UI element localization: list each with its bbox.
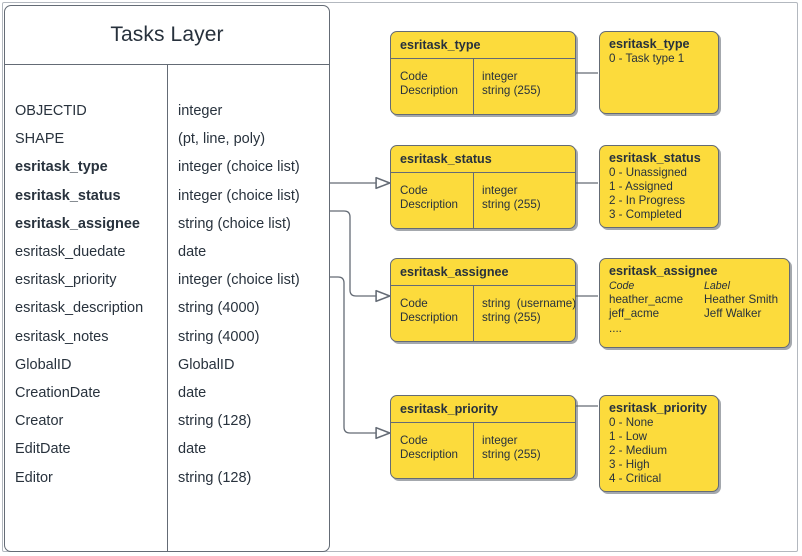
field-row[interactable]: esritask_notes string (4000)	[5, 323, 329, 351]
domain-definition-title: esritask_priority	[400, 402, 499, 416]
domain-values-table: Code Label heather_acme Heather Smith jeff…	[609, 279, 789, 336]
domain-definition-assignee[interactable]: esritask_assignee Code Description strin…	[390, 258, 576, 342]
header-rule	[391, 58, 575, 59]
field-type: (pt, line, poly)	[178, 131, 266, 148]
field-name: esritask_description	[15, 300, 144, 317]
field-type: string (4000)	[178, 300, 260, 317]
value-label: Heather Smith	[704, 293, 779, 307]
field-row[interactable]: esritask_assignee string (choice list)	[5, 210, 329, 238]
field-row[interactable]: Editor string (128)	[5, 463, 329, 491]
domain-values-title: esritask_type	[609, 37, 690, 51]
column-divider	[473, 172, 474, 228]
domain-definition-type[interactable]: esritask_type Code Description integer s…	[390, 31, 576, 115]
field-name: esritask_type	[15, 159, 108, 176]
definition-field-names: Code Description	[400, 434, 458, 462]
field-type: date	[178, 384, 207, 401]
domain-definition-priority[interactable]: esritask_priority Code Description integ…	[390, 395, 576, 479]
field-row[interactable]: esritask_priority integer (choice list)	[5, 266, 329, 294]
domain-values-priority[interactable]: esritask_priority 0 - None 1 - Low 2 - M…	[599, 395, 719, 492]
field-name: esritask_assignee	[15, 215, 140, 232]
field-name: esritask_status	[15, 187, 121, 204]
definition-field-names: Code Description	[400, 184, 458, 212]
field-name: CreationDate	[15, 384, 101, 401]
definition-field-types: integer string (255)	[482, 184, 541, 212]
domain-definition-title: esritask_type	[400, 38, 481, 52]
field-row[interactable]: esritask_duedate date	[5, 238, 329, 266]
definition-field-names: Code Description	[400, 70, 458, 98]
definition-columns: Code Description integer string (255)	[391, 422, 575, 478]
values-header-label: Label	[704, 280, 730, 292]
domain-values-assignee[interactable]: esritask_assignee Code Label heather_acm…	[599, 258, 790, 348]
field-row[interactable]: esritask_description string (4000)	[5, 294, 329, 322]
domain-values-title: esritask_assignee	[609, 264, 718, 278]
column-divider	[473, 422, 474, 478]
column-divider	[473, 58, 474, 114]
field-type: GlobalID	[178, 356, 235, 373]
field-type: date	[178, 441, 207, 458]
header-rule	[391, 422, 575, 423]
field-type: date	[178, 244, 207, 261]
domain-values-list: 0 - Task type 1	[609, 52, 685, 65]
definition-columns: Code Description string (username) strin…	[391, 285, 577, 341]
field-name: esritask_notes	[15, 328, 109, 345]
field-row[interactable]: SHAPE (pt, line, poly)	[5, 125, 329, 153]
value-label	[704, 322, 789, 336]
field-name: OBJECTID	[15, 103, 87, 120]
domain-values-status[interactable]: esritask_status 0 - Unassigned 1 - Assig…	[599, 145, 719, 228]
domain-definition-status[interactable]: esritask_status Code Description integer…	[390, 145, 576, 229]
column-divider	[167, 65, 168, 551]
value-code: jeff_acme	[609, 307, 660, 321]
field-row[interactable]: OBJECTID integer	[5, 97, 329, 125]
definition-columns: Code Description integer string (255)	[391, 58, 575, 114]
field-type: string (128)	[178, 469, 252, 486]
field-type: integer (choice list)	[178, 187, 300, 204]
field-row[interactable]: CreationDate date	[5, 379, 329, 407]
domain-definition-title: esritask_status	[400, 152, 492, 166]
values-header-code: Code	[609, 280, 635, 292]
field-name: SHAPE	[15, 131, 65, 148]
field-type: string (choice list)	[178, 215, 291, 232]
definition-field-types: string (username) string (255)	[482, 297, 577, 325]
field-name: esritask_priority	[15, 272, 117, 289]
field-row[interactable]: esritask_status integer (choice list)	[5, 182, 329, 210]
value-code: heather_acme	[609, 293, 684, 307]
field-type: string (4000)	[178, 328, 260, 345]
domain-values-title: esritask_status	[609, 151, 701, 165]
domain-values-type[interactable]: esritask_type 0 - Task type 1	[599, 31, 719, 114]
field-row[interactable]: EditDate date	[5, 435, 329, 463]
page-title: Tasks Layer	[110, 23, 224, 46]
field-row[interactable]: esritask_type integer (choice list)	[5, 153, 329, 181]
field-row[interactable]: GlobalID GlobalID	[5, 351, 329, 379]
definition-field-types: integer string (255)	[482, 434, 541, 462]
domain-values-list: 0 - Unassigned 1 - Assigned 2 - In Progr…	[609, 166, 687, 221]
header-rule	[391, 172, 575, 173]
definition-field-names: Code Description	[400, 297, 458, 325]
column-divider	[473, 285, 474, 341]
field-row[interactable]: Creator string (128)	[5, 407, 329, 435]
field-name: EditDate	[15, 441, 71, 458]
field-type: integer	[178, 103, 223, 120]
value-label: Jeff Walker	[704, 307, 762, 321]
value-code: ....	[609, 321, 622, 335]
domain-values-list: 0 - None 1 - Low 2 - Medium 3 - High 4 -…	[609, 416, 667, 485]
field-name: esritask_duedate	[15, 244, 126, 261]
field-type: integer (choice list)	[178, 159, 300, 176]
header-rule	[391, 285, 575, 286]
domain-values-title: esritask_priority	[609, 401, 708, 415]
definition-field-types: integer string (255)	[482, 70, 541, 98]
domain-definition-title: esritask_assignee	[400, 265, 509, 279]
field-name: Creator	[15, 413, 64, 430]
field-name: GlobalID	[15, 356, 72, 373]
field-name: Editor	[15, 469, 53, 486]
definition-columns: Code Description integer string (255)	[391, 172, 575, 228]
field-type: integer (choice list)	[178, 272, 300, 289]
field-type: string (128)	[178, 413, 252, 430]
